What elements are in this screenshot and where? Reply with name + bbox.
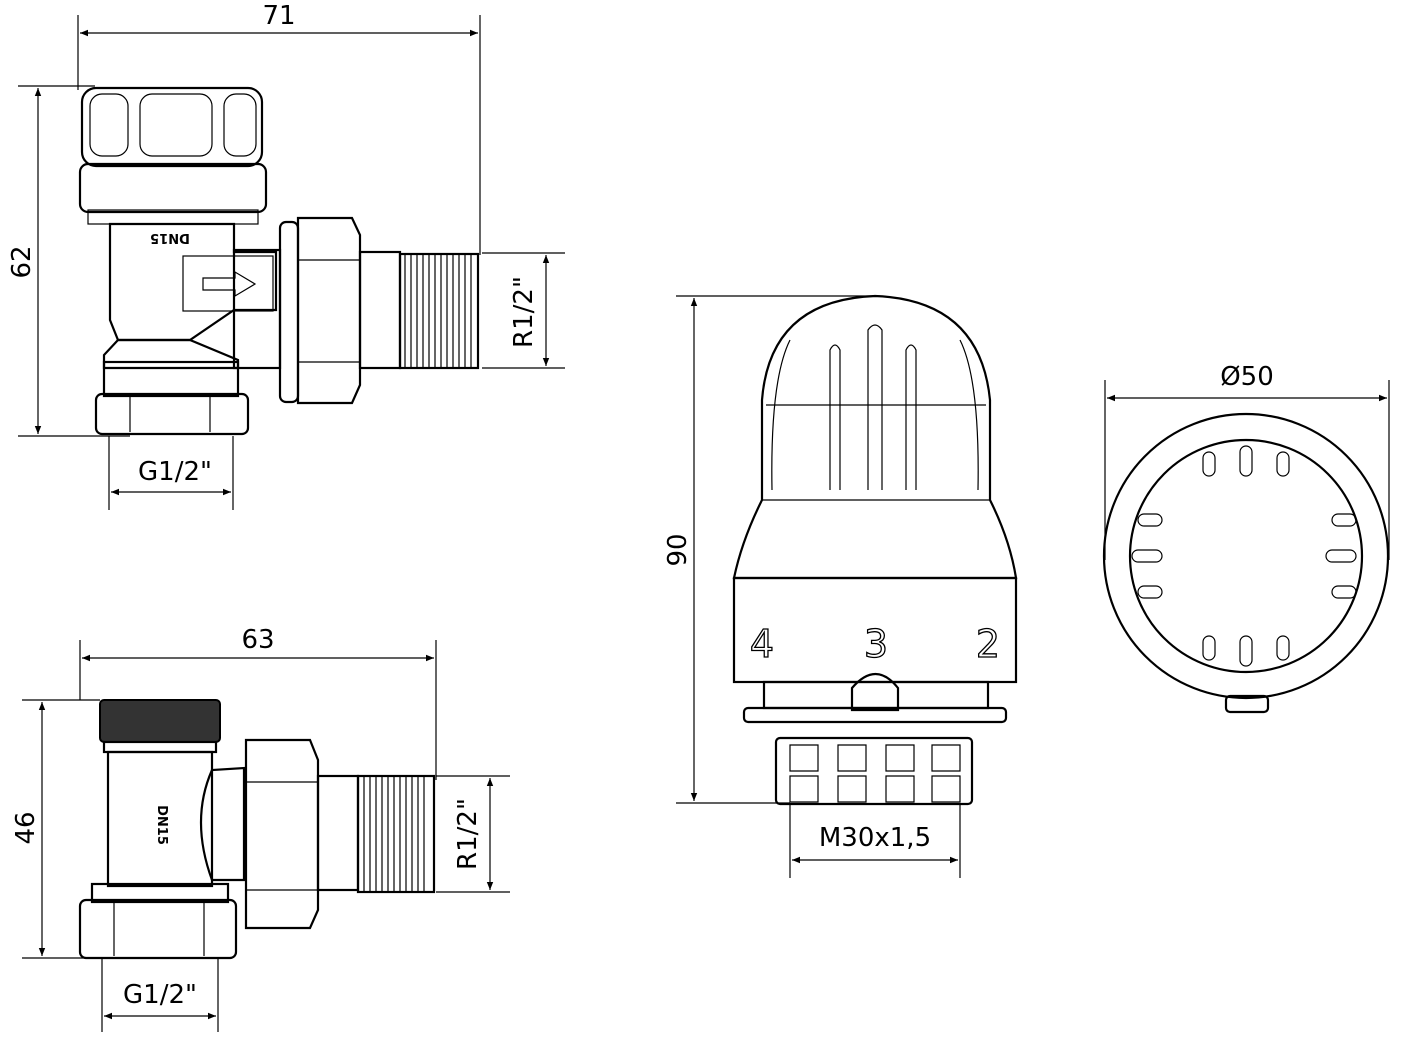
head-height-dim: 90 [663, 533, 693, 566]
straight-valve-drawing: 63 46 DN15 R1/2" G1/2" [11, 625, 510, 1032]
setting-indicator [850, 672, 900, 712]
thermostatic-head-side-view: 90 4 3 2 M30x1,5 [663, 294, 1018, 878]
head-diameter-dim: Ø50 [1220, 362, 1274, 392]
connection-thread-dim: M30x1,5 [819, 823, 931, 853]
angle-valve-thread [404, 254, 472, 368]
scale-mark-4: 4 [750, 622, 774, 666]
angle-valve-width-dim: 71 [262, 1, 295, 31]
straight-valve-height-dim: 46 [11, 811, 41, 844]
scale-mark-2: 2 [976, 622, 1000, 666]
angle-valve-inlet-thread: G1/2" [138, 457, 212, 487]
angle-valve-height-dim: 62 [7, 245, 37, 278]
straight-valve-width-dim: 63 [241, 625, 274, 655]
angle-valve-marking: DN15 [150, 230, 190, 245]
thermostatic-head-top-view: Ø50 [1102, 362, 1390, 714]
angle-valve-outlet-thread: R1/2" [509, 276, 539, 348]
straight-valve-inlet-thread: G1/2" [123, 980, 197, 1010]
scale-mark-3: 3 [864, 622, 888, 666]
straight-valve-marking: DN15 [154, 805, 169, 845]
straight-valve-outlet-thread: R1/2" [453, 798, 483, 870]
angle-valve-drawing: 71 62 DN15 [7, 1, 565, 510]
